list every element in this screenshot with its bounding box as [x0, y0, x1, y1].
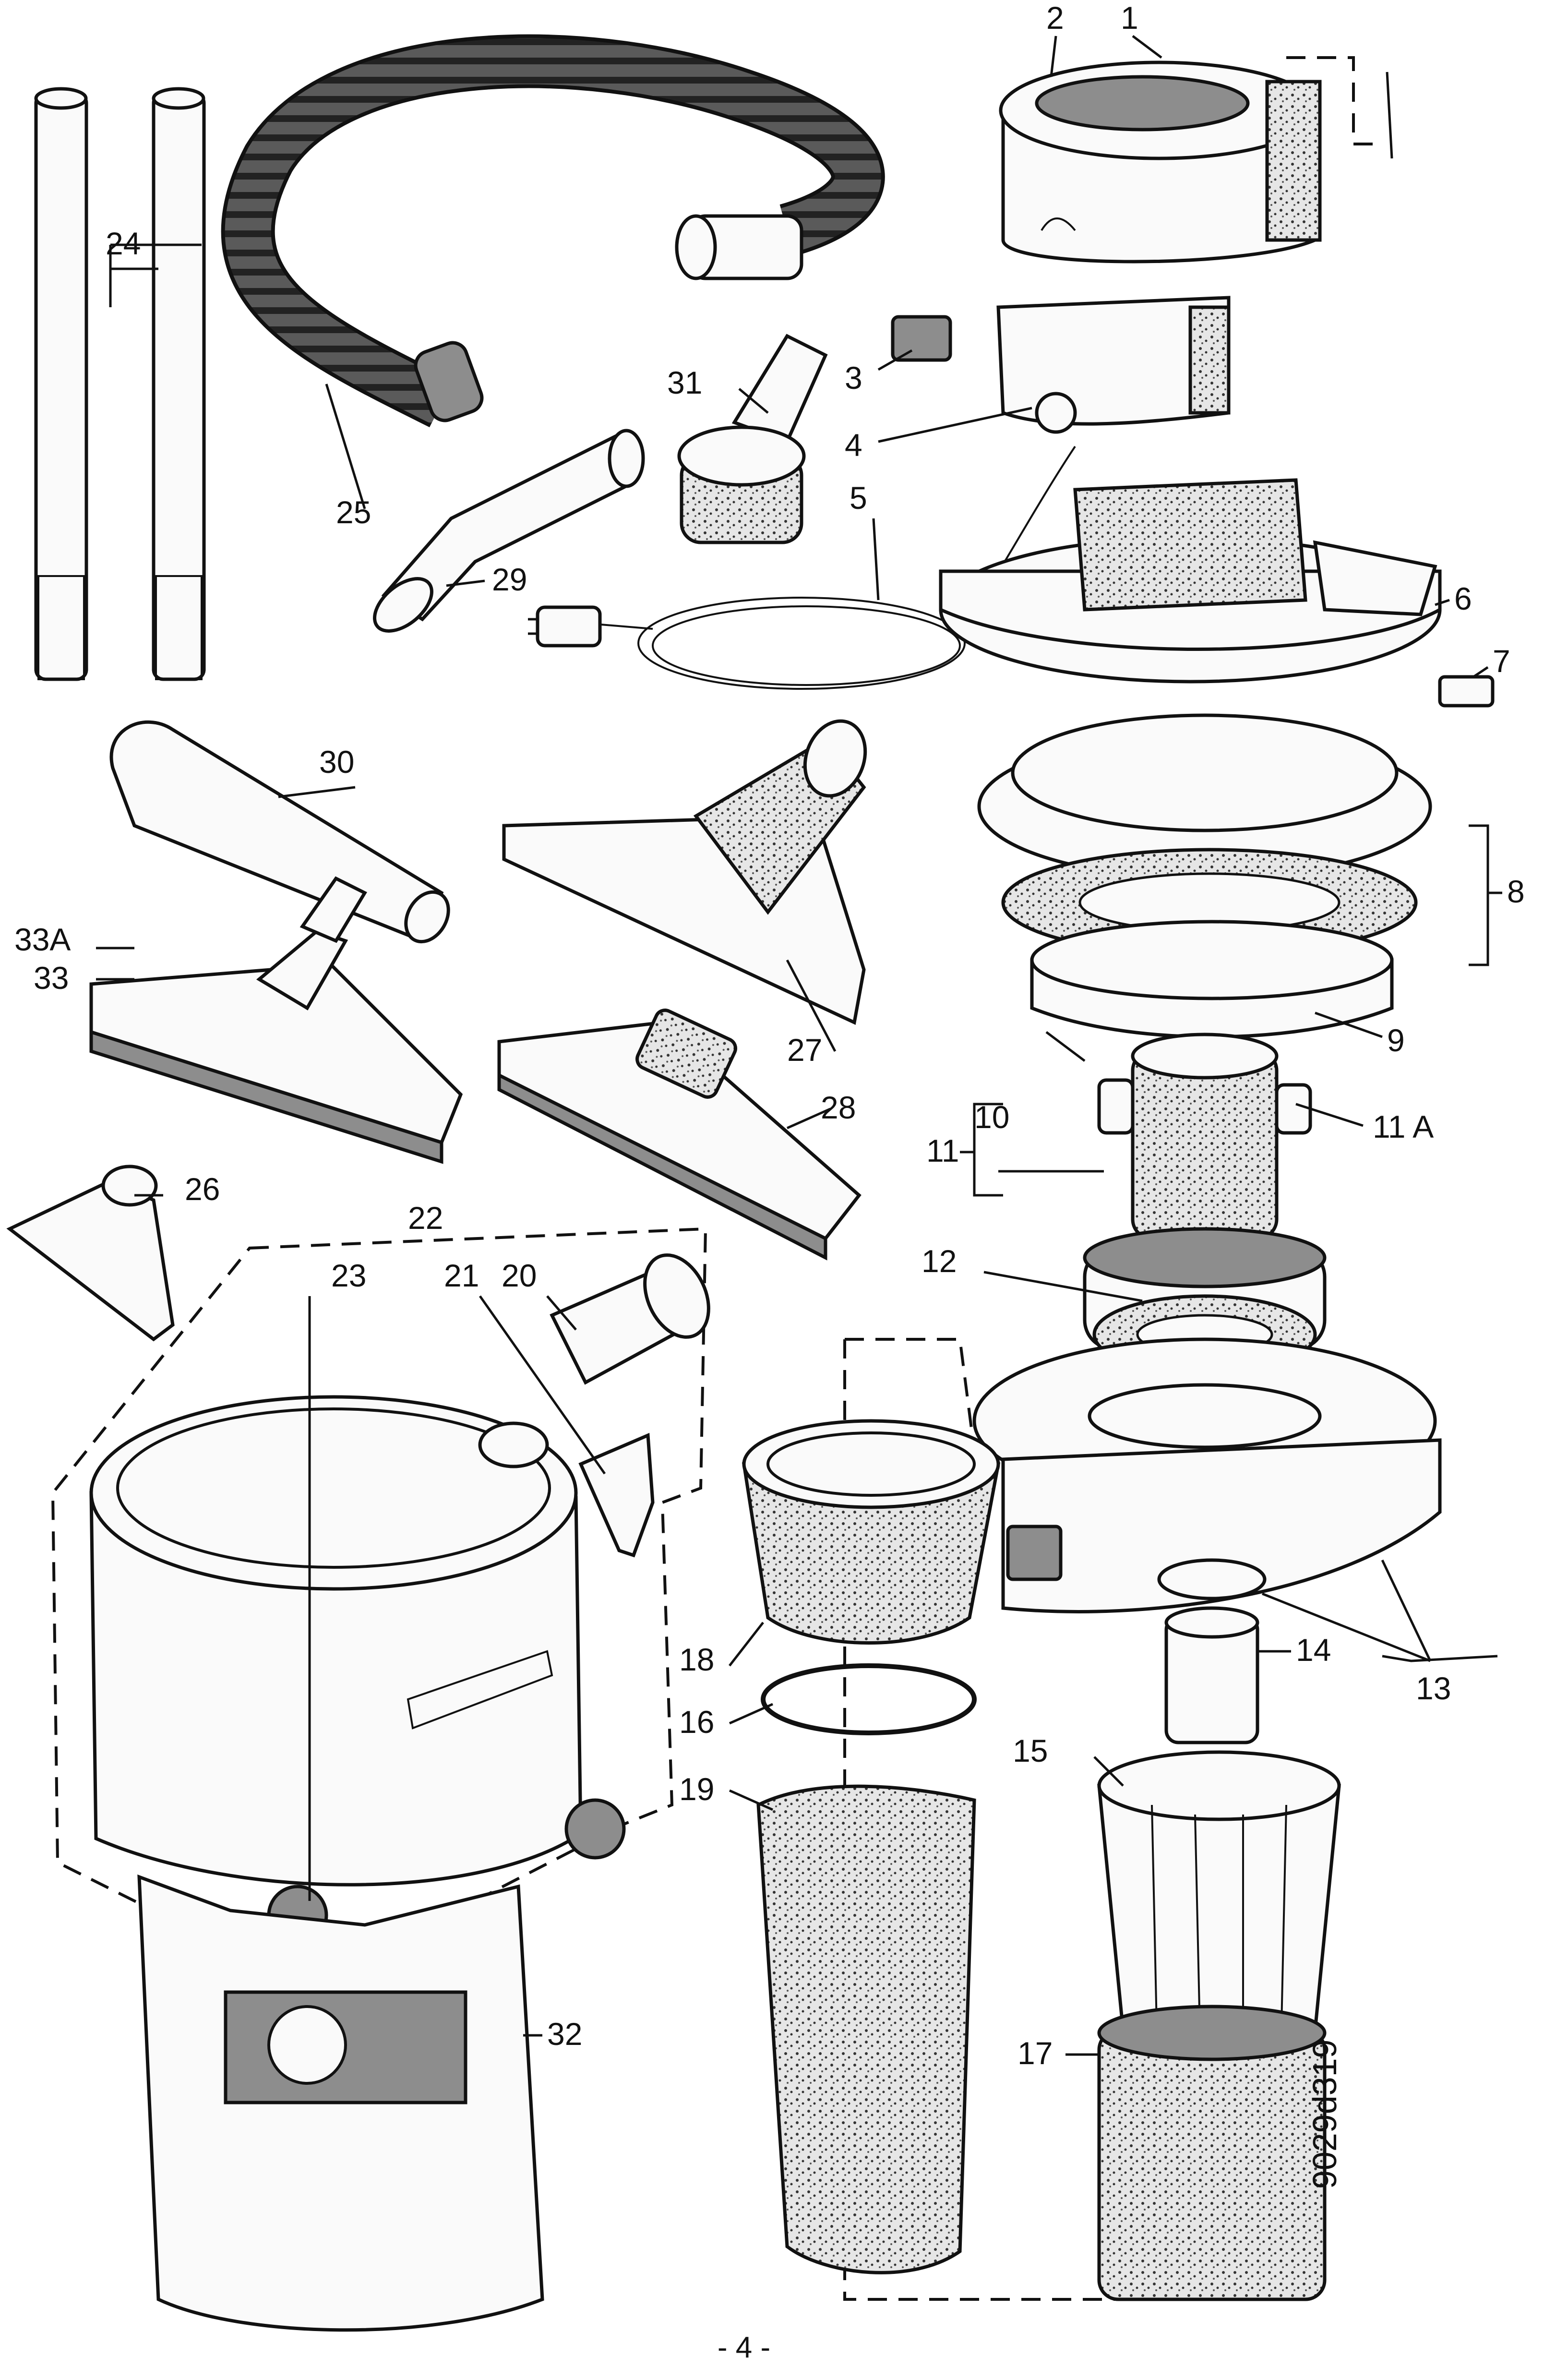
- switch-housing: [996, 296, 1231, 434]
- label-part-6: 6: [1454, 581, 1472, 616]
- label-part-18: 18: [679, 1642, 714, 1677]
- label-part-28: 28: [821, 1090, 856, 1125]
- inlet-socket: [550, 1253, 710, 1385]
- filter-cage: [1097, 1750, 1341, 2032]
- top-cover: [999, 60, 1393, 264]
- power-cord: [528, 445, 1076, 690]
- label-part-30: 30: [319, 744, 354, 780]
- label-part-33: 33: [34, 960, 69, 996]
- label-part-11a: 11 A: [1373, 1109, 1434, 1144]
- label-part-11: 11: [926, 1133, 959, 1168]
- small-cap: [1438, 675, 1495, 708]
- page-number: - 4 -: [717, 2331, 771, 2364]
- leader-lines: [96, 35, 1502, 2056]
- label-part-13: 13: [1416, 1671, 1451, 1706]
- label-part-10: 10: [974, 1099, 1009, 1135]
- label-part-27: 27: [787, 1032, 822, 1068]
- part-labels: 1 2 3 4 5 6 7 8 9 10 11 11 A 12 13 14 15…: [14, 0, 1525, 2071]
- label-part-31: 31: [667, 365, 702, 400]
- label-part-24: 24: [106, 226, 141, 261]
- container-drum: [89, 1395, 626, 1946]
- suction-hose: [221, 34, 885, 428]
- label-part-21: 21: [444, 1258, 479, 1293]
- label-part-12: 12: [922, 1243, 957, 1279]
- sealing-ring: [761, 1663, 977, 1735]
- crevice-nozzle: [109, 720, 450, 944]
- switch: [891, 315, 952, 362]
- label-part-33a: 33A: [14, 922, 71, 957]
- label-part-8: 8: [1507, 874, 1525, 909]
- label-part-4: 4: [845, 427, 862, 463]
- motor-housing: [939, 478, 1442, 684]
- container-assembly-outline: [51, 1227, 707, 1989]
- label-part-5: 5: [850, 480, 867, 516]
- cartridge-filter: [1097, 2005, 1327, 2301]
- label-part-17: 17: [1017, 2035, 1053, 2071]
- label-part-16: 16: [679, 1704, 714, 1740]
- combination-floor-tool: [89, 876, 463, 1164]
- filter-bag: [742, 1419, 1001, 1645]
- upholstery-nozzle: [6, 1165, 175, 1342]
- label-part-3: 3: [845, 360, 862, 396]
- large-filter-bag: [137, 1874, 544, 2332]
- label-part-19: 19: [679, 1771, 714, 1807]
- label-part-9: 9: [1387, 1022, 1405, 1058]
- round-brush-nozzle: [677, 334, 828, 544]
- label-part-15: 15: [1013, 1733, 1048, 1768]
- motor-mount-ring: [1030, 920, 1394, 1039]
- motor-screw: [1045, 1031, 1086, 1062]
- label-part-32: 32: [547, 2016, 582, 2052]
- floor-nozzle: [502, 719, 867, 1025]
- label-part-25: 25: [336, 494, 371, 530]
- squeegee-insert: [497, 1009, 862, 1261]
- drawing-code: 9029d319: [1306, 2039, 1343, 2189]
- label-part-7: 7: [1493, 643, 1510, 679]
- label-part-26: 26: [185, 1171, 220, 1207]
- label-part-1: 1: [1121, 0, 1138, 36]
- label-part-2: 2: [1046, 0, 1064, 36]
- label-part-23: 23: [331, 1258, 366, 1293]
- bent-wand: [373, 429, 645, 633]
- label-part-29: 29: [492, 562, 527, 597]
- paper-filter-bag: [756, 1784, 976, 2274]
- label-part-14: 14: [1296, 1632, 1331, 1668]
- label-part-20: 20: [502, 1258, 537, 1293]
- head-base: [972, 1337, 1442, 1613]
- extension-tubes: [34, 87, 206, 681]
- upper-motor-cover: [977, 713, 1432, 957]
- label-part-22: 22: [408, 1200, 443, 1236]
- cover-screw-guide: [1286, 56, 1382, 145]
